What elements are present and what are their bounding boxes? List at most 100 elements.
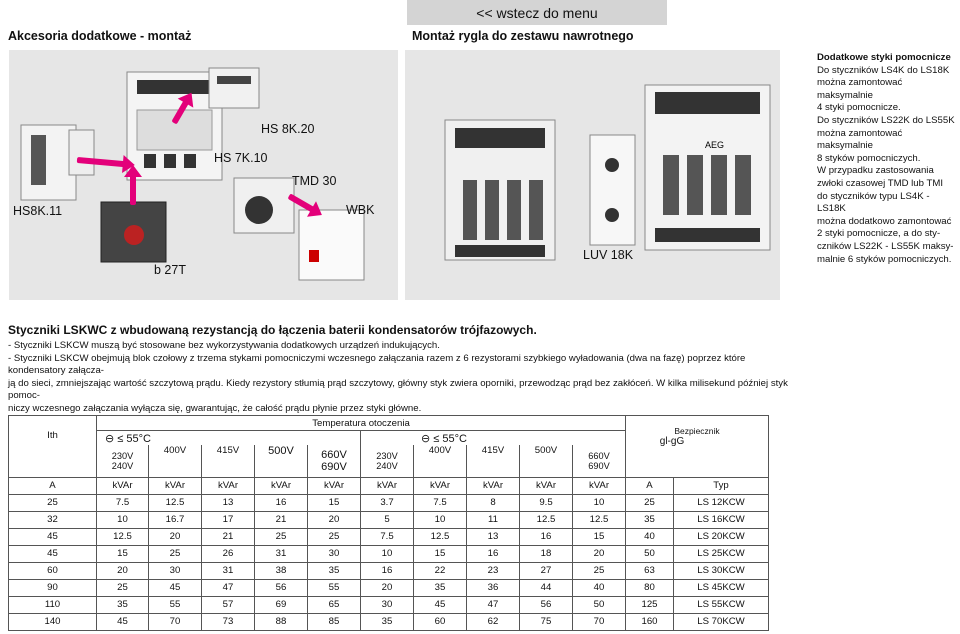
label-tmd30: TMD 30 — [292, 174, 337, 188]
table-cell: 55 — [307, 578, 361, 597]
table-cell: 12.5 — [572, 510, 626, 529]
description-line: można zamontować maksymalnie — [817, 77, 903, 101]
table-cell: 30 — [307, 544, 361, 563]
table-cell: 47 — [201, 578, 255, 597]
table-cell: 36 — [466, 578, 520, 597]
brand-text: AEG — [705, 140, 724, 150]
table-cell: 13 — [466, 527, 520, 546]
group-header-1: ⊖ ≤ 55°C — [96, 430, 361, 445]
table-cell: 15 — [96, 544, 149, 563]
table-cell: 50 — [572, 595, 626, 614]
table-cell: 31 — [254, 544, 308, 563]
table-cell: 45 — [8, 544, 97, 563]
table-cell: LS 30KCW — [673, 561, 769, 580]
table-cell: 70 — [572, 612, 626, 631]
description-title: Dodatkowe styki pomocnicze — [817, 52, 951, 63]
unit-cell: Typ — [673, 476, 769, 495]
table-cell: 47 — [466, 595, 520, 614]
table-cell: 10 — [413, 510, 467, 529]
table-cell: LS 45KCW — [673, 578, 769, 597]
reversing-photo: AEG LUV 18K — [405, 50, 780, 300]
main-contactor-shape — [126, 71, 223, 181]
table-header-row: Ith Temperatura otoczenia Bezpiecznik gl… — [8, 415, 769, 478]
table-cell: 16 — [254, 493, 308, 512]
unit-cell: kVAr — [466, 476, 520, 495]
section-line: niczy wczesnego załączania wyłącza się, … — [8, 402, 422, 414]
left-section-title: Akcesoria dodatkowe - montaż — [8, 29, 192, 43]
table-cell: 70 — [148, 612, 202, 631]
table-cell: 20 — [96, 561, 149, 580]
label-b27t: b 27T — [154, 263, 186, 277]
table-cell: 35 — [413, 578, 467, 597]
voltage-header: 415V — [466, 445, 520, 478]
table-cell: 35 — [360, 612, 414, 631]
description-line: Do styczników LS22K do LS55K — [817, 114, 955, 126]
table-cell: 50 — [625, 544, 674, 563]
label-hs8k11: HS8K.11 — [13, 204, 63, 218]
table-cell: 26 — [201, 544, 255, 563]
table-cell: 25 — [8, 493, 97, 512]
table-cell: 16 — [466, 544, 520, 563]
unit-cell: A — [625, 476, 674, 495]
right-contactor-shape — [644, 84, 771, 251]
table-cell: 62 — [466, 612, 520, 631]
table-cell: 9.5 — [519, 493, 573, 512]
table-cell: 75 — [519, 612, 573, 631]
table-cell: 22 — [413, 561, 467, 580]
label-hs8k20: HS 8K.20 — [261, 122, 315, 136]
aux-contacts-description: Dodatkowe styki pomocnicze Do styczników… — [817, 52, 960, 266]
table-cell: 45 — [148, 578, 202, 597]
table-cell: 60 — [8, 561, 97, 580]
description-line: Do styczników LS4K do LS18K — [817, 64, 950, 76]
table-cell: 40 — [572, 578, 626, 597]
section-line: ją do sieci, zmniejszając wartość szczyt… — [8, 377, 788, 402]
table-cell: 32 — [8, 510, 97, 529]
table-cell: 45 — [8, 527, 97, 546]
table-cell: 44 — [519, 578, 573, 597]
table-cell: 90 — [8, 578, 97, 597]
table-cell: 13 — [201, 493, 255, 512]
table-cell: 12.5 — [519, 510, 573, 529]
table-cell: 45 — [413, 595, 467, 614]
back-to-menu-link[interactable]: << wstecz do menu — [407, 0, 667, 25]
table-cell: 56 — [254, 578, 308, 597]
description-line: można dodatkowo zamontować — [817, 215, 952, 227]
table-cell: 21 — [254, 510, 308, 529]
description-line: można zamontować maksymalnie — [817, 127, 903, 152]
unit-cell: A — [8, 476, 97, 495]
hs8k11-shape — [20, 124, 77, 201]
table-cell: 23 — [466, 561, 520, 580]
description-line: zwłoki czasowej TMD lub TMI — [817, 177, 943, 189]
table-cell: 12.5 — [148, 493, 202, 512]
table-cell: 12.5 — [96, 527, 149, 546]
table-cell: 7.5 — [96, 493, 149, 512]
table-cell: 30 — [148, 561, 202, 580]
table-cell: 12.5 — [413, 527, 467, 546]
table-cell: 5 — [360, 510, 414, 529]
table-cell: 16 — [360, 561, 414, 580]
table-cell: 25 — [254, 527, 308, 546]
table-cell: 20 — [572, 544, 626, 563]
table-cell: 25 — [572, 561, 626, 580]
table-cell: 45 — [96, 612, 149, 631]
table-cell: 17 — [201, 510, 255, 529]
hs8k20-shape — [208, 67, 260, 109]
fuse-label: Bezpiecznik — [674, 426, 720, 436]
description-line: do styczników typu LS4K - LS18K — [817, 190, 930, 215]
capacitor-contactors-title: Styczniki LSKWC z wbudowaną rezystancją … — [8, 323, 537, 337]
table-cell: 38 — [254, 561, 308, 580]
unit-cell: kVAr — [254, 476, 308, 495]
voltage-header: 415V — [201, 445, 255, 478]
description-line: malnie 6 styków pomocniczych. — [817, 253, 952, 265]
table-cell: 69 — [254, 595, 308, 614]
table-cell: 11 — [466, 510, 520, 529]
table-cell: 10 — [96, 510, 149, 529]
group-header-2: ⊖ ≤ 55°C — [360, 430, 626, 445]
table-cell: 10 — [572, 493, 626, 512]
table-cell: 7.5 — [360, 527, 414, 546]
label-hs7k10: HS 7K.10 — [214, 151, 268, 165]
